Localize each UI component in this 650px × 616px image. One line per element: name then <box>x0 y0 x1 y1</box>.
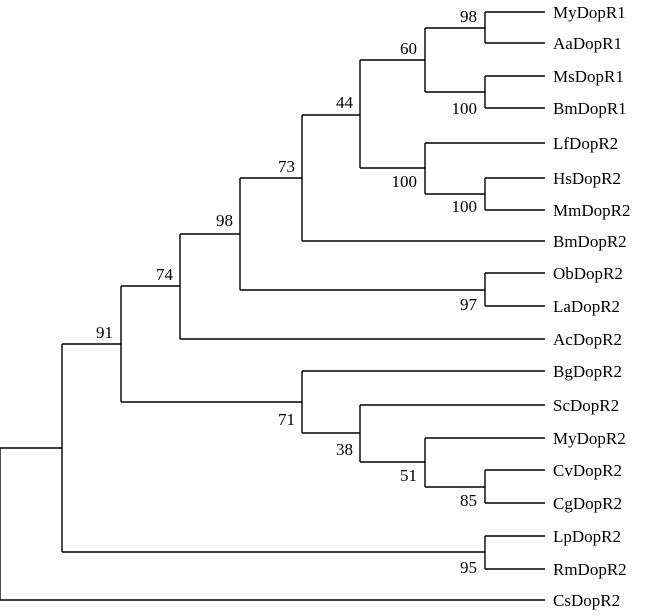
leaf-label: MyDopR1 <box>553 3 626 22</box>
leaf-label: MsDopR1 <box>553 67 624 86</box>
support-value: 51 <box>400 466 417 485</box>
support-value: 38 <box>336 440 353 459</box>
branch-clade-73 <box>240 115 303 241</box>
branch-clade-71 <box>121 371 303 433</box>
leaf-label: BmDopR2 <box>553 232 627 251</box>
branch-clade-91 <box>62 286 122 402</box>
leaf-label: MyDopR2 <box>553 429 626 448</box>
leaf-label: LaDopR2 <box>553 297 620 316</box>
leaf-label: ObDopR2 <box>553 264 623 283</box>
tree-branches <box>0 11 545 601</box>
support-value: 95 <box>460 558 477 577</box>
branch-clade-85 <box>425 470 486 503</box>
branch-clade-74 <box>121 234 181 339</box>
leaf-label: ScDopR2 <box>553 396 619 415</box>
support-value: 100 <box>452 197 478 216</box>
branch-clade-60 <box>360 28 426 92</box>
leaf-label: CgDopR2 <box>553 494 622 513</box>
branch-clade-100c <box>425 178 486 210</box>
leaf-label: BmDopR1 <box>553 99 627 118</box>
support-value: 98 <box>460 7 477 26</box>
branch-clade-95 <box>62 536 486 569</box>
leaf-label: AaDopR1 <box>553 34 622 53</box>
branch-clade-51 <box>360 438 426 487</box>
leaf-label: CsDopR2 <box>553 591 620 610</box>
branch-clade-100a <box>425 76 486 108</box>
support-value: 85 <box>460 491 477 510</box>
support-value: 91 <box>96 323 113 342</box>
support-value: 73 <box>278 157 295 176</box>
branch-clade-98b <box>180 178 241 290</box>
support-value: 44 <box>336 93 354 112</box>
leaf-label: BgDopR2 <box>553 362 622 381</box>
branch-clade-97 <box>240 273 486 306</box>
branch-clade-44 <box>302 60 361 168</box>
leaf-labels: MyDopR1 AaDopR1 MsDopR1 BmDopR1 LfDopR2 … <box>553 3 630 610</box>
leaf-label: HsDopR2 <box>553 169 621 188</box>
support-value: 100 <box>392 172 418 191</box>
support-value: 74 <box>156 265 174 284</box>
leaf-label: CvDopR2 <box>553 461 622 480</box>
support-value: 97 <box>460 295 478 314</box>
leaf-label: LfDopR2 <box>553 134 618 153</box>
support-value: 71 <box>278 410 295 429</box>
leaf-label: RmDopR2 <box>553 560 627 579</box>
leaf-label: MmDopR2 <box>553 201 630 220</box>
support-values: 98 60 100 44 100 100 73 98 97 74 91 71 3… <box>96 7 478 577</box>
branch-clade-38 <box>302 405 361 462</box>
branch-clade-98a <box>425 12 486 43</box>
leaf-label: AcDopR2 <box>553 330 622 349</box>
branch-ingroup <box>0 344 63 552</box>
branch-clade-100b <box>360 143 426 194</box>
leaf-label: LpDopR2 <box>553 527 621 546</box>
support-value: 100 <box>452 99 478 118</box>
support-value: 98 <box>216 211 233 230</box>
support-value: 60 <box>400 39 417 58</box>
